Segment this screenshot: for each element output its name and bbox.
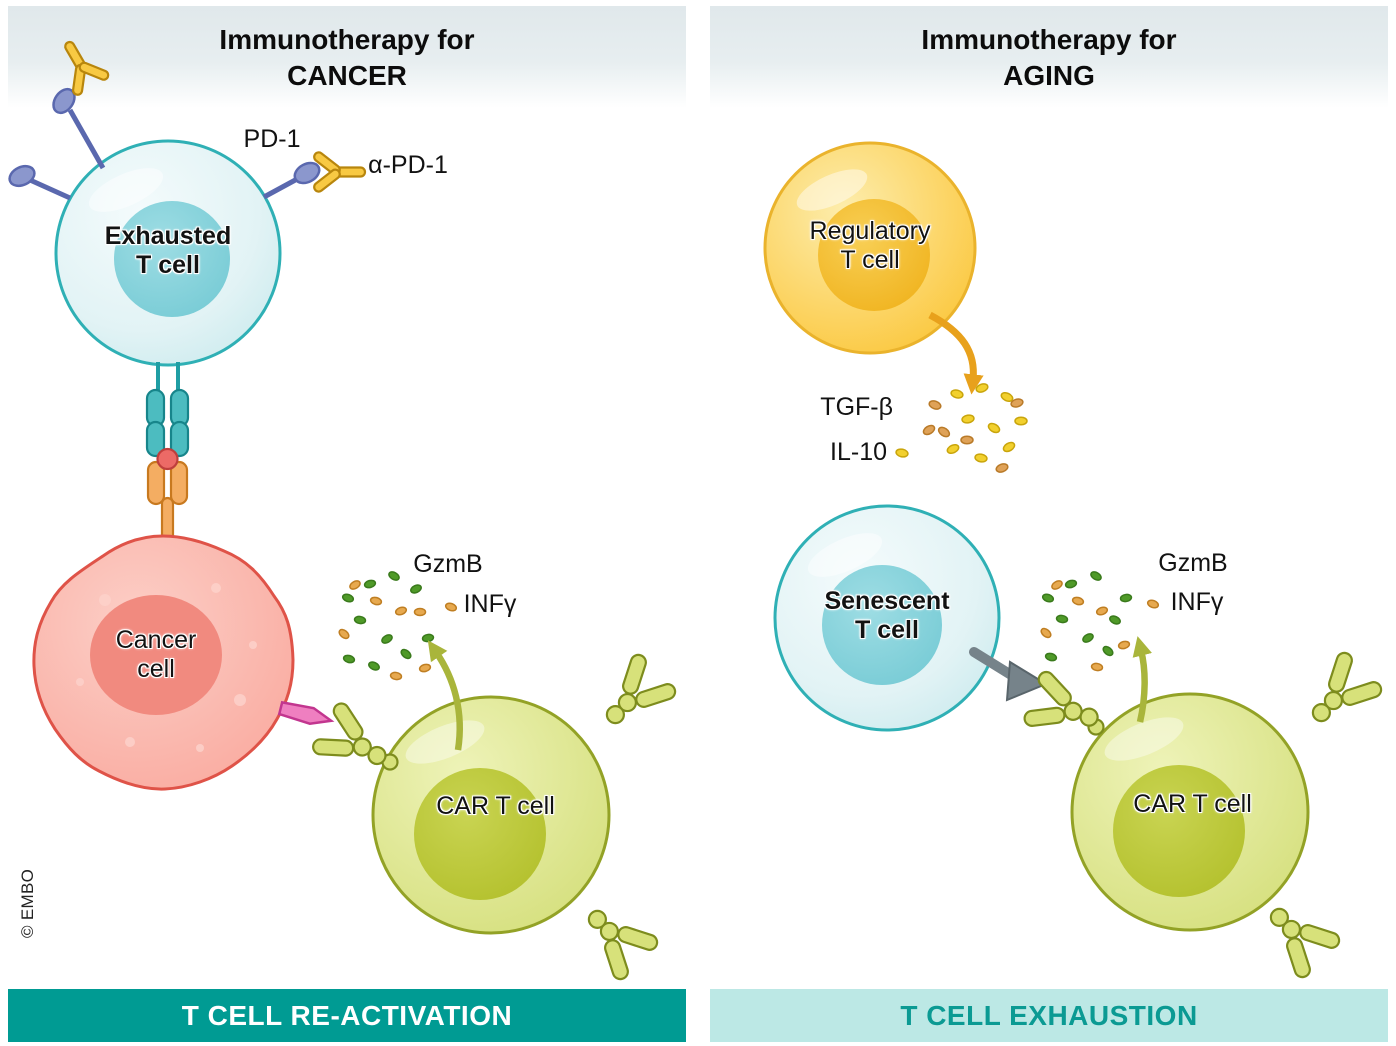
infg-label: INFγ <box>1170 588 1224 616</box>
aging-panel: Immunotherapy for AGING Regulatory T cel… <box>710 0 1388 1046</box>
granzyme-cytokine-granules <box>338 571 458 681</box>
senescent-t-cell-label: Senescent T cell <box>824 587 950 644</box>
cancer-header-band <box>8 6 686 108</box>
tgf-beta-label: TGF-β <box>820 393 893 421</box>
regulatory-t-cell-label: Regulatory T cell <box>809 217 931 274</box>
cancer-panel-title: Immunotherapy for CANCER <box>8 22 686 95</box>
inhibitory-synapse-icon <box>969 647 1049 702</box>
aging-title-line2: AGING <box>1003 60 1095 92</box>
secretion-arrow-icon <box>1132 636 1152 723</box>
aging-title-line1: Immunotherapy for <box>921 24 1177 55</box>
alpha-pd1-label: α-PD-1 <box>368 151 448 179</box>
gzmb-label: GzmB <box>1158 549 1228 577</box>
car-t-cell-label: CAR T cell <box>1133 790 1252 818</box>
aging-panel-illustration <box>763 141 1388 985</box>
aging-header-band <box>710 6 1388 108</box>
infg-label: INFγ <box>463 590 517 618</box>
cancer-title-line2: CANCER <box>287 60 407 92</box>
aging-panel-title: Immunotherapy for AGING <box>710 22 1388 95</box>
embo-credit: © EMBO <box>18 868 37 938</box>
cancer-title-line1: Immunotherapy for <box>219 24 475 55</box>
il-10-label: IL-10 <box>830 438 887 466</box>
exhausted-t-cell-label: Exhausted T cell <box>104 222 232 279</box>
cancer-panel-illustration <box>8 30 683 987</box>
t-cell-exhaustion-banner: T CELL EXHAUSTION <box>710 989 1388 1042</box>
cancer-cell-label: Cancer cell <box>115 626 197 683</box>
t-cell-reactivation-banner: T CELL RE-ACTIVATION <box>8 989 686 1042</box>
secretion-arrow-icon <box>427 640 463 751</box>
cytokine-arrow-icon <box>928 311 984 395</box>
pd1-label: PD-1 <box>243 125 301 153</box>
granzyme-cytokine-granules <box>1040 571 1160 672</box>
cancer-panel: Immunotherapy for CANCER PD-1 α-PD-1 Exh… <box>8 0 686 1046</box>
tcr-complex-icon <box>145 362 190 552</box>
car-t-cell-label: CAR T cell <box>436 792 555 820</box>
antigen-icon <box>277 700 335 725</box>
gzmb-label: GzmB <box>413 550 483 578</box>
cytokine-dots <box>895 383 1028 473</box>
